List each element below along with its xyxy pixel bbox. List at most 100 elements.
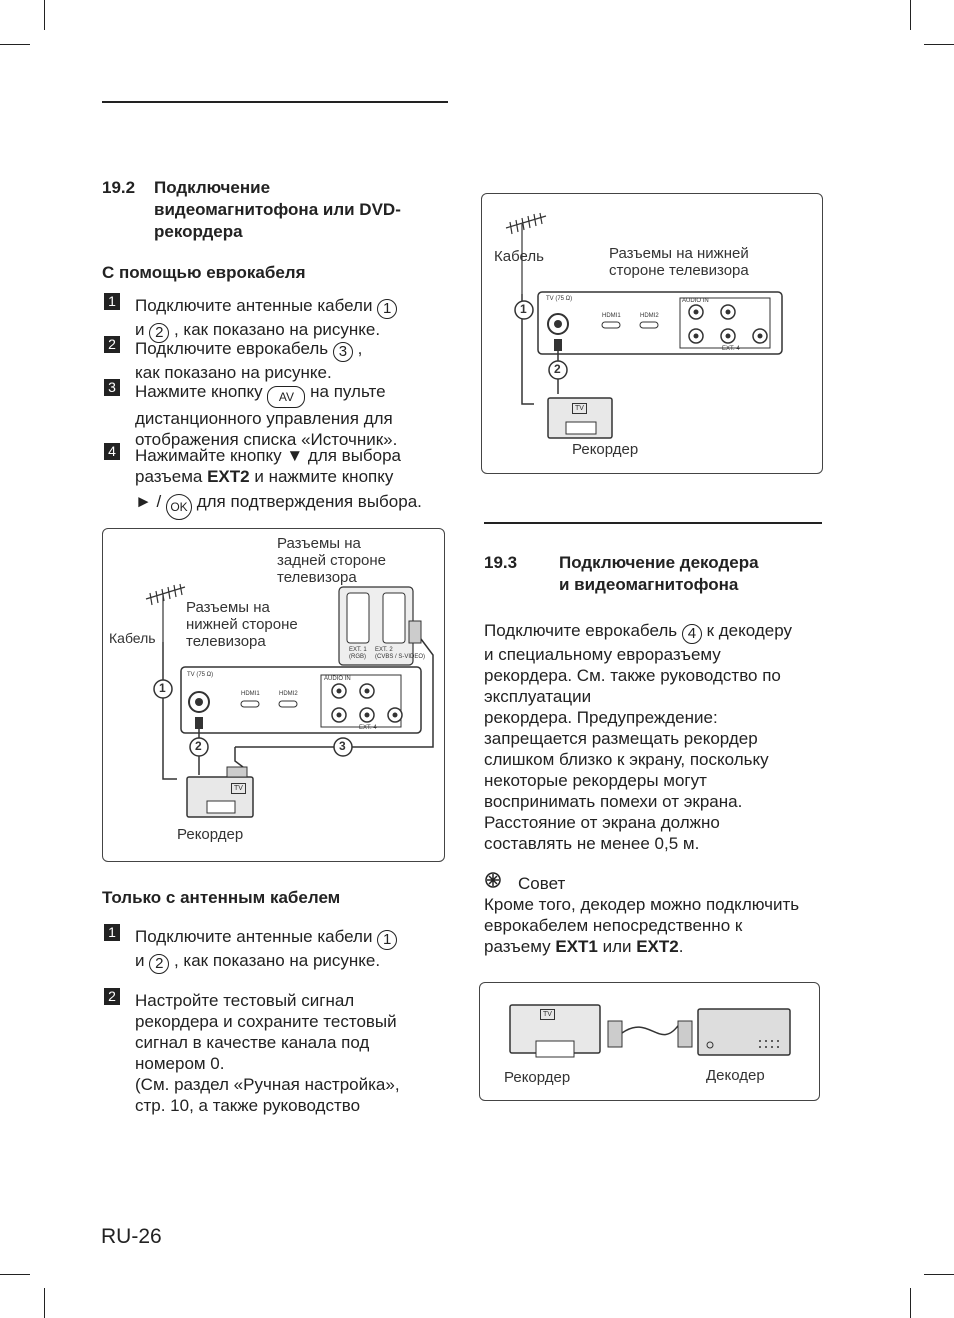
- section-title: Подключение декодера и видеомагнитофона: [559, 552, 759, 596]
- callout-number: 2: [149, 954, 170, 974]
- text: сигнал в качестве канала под: [135, 1033, 370, 1052]
- port-label: HDMI1: [241, 691, 260, 697]
- callout-number: 3: [332, 342, 353, 362]
- text: телевизора: [186, 633, 266, 650]
- step-text: Подключите антенные кабели 1 и 2 , как п…: [135, 295, 435, 343]
- text: рекордера и сохраните тестовый: [135, 1012, 397, 1031]
- step-text: Подключите антенные кабели 1 и 2 , как п…: [135, 926, 435, 974]
- subheading: Только с антенным кабелем: [102, 888, 341, 907]
- callout-2: 2: [554, 362, 561, 376]
- tip-body: Кроме того, декодер можно подключить евр…: [484, 894, 824, 957]
- text: или: [597, 937, 637, 956]
- crop-mark: [44, 1288, 45, 1318]
- text: рекордера. Предупреждение:: [484, 708, 718, 727]
- section-body: Подключите еврокабель 4 к декодеру и спе…: [484, 620, 824, 854]
- title-line: Подключение декодера: [559, 553, 759, 572]
- text: как показано на рисунке.: [135, 363, 332, 382]
- cable-label: Кабель: [494, 248, 544, 265]
- port-label: AUDIO IN: [682, 298, 709, 304]
- section-number: 19.2: [102, 178, 136, 197]
- tip-icon: [485, 872, 501, 893]
- wiring-diagram: [505, 212, 783, 439]
- crop-mark: [44, 0, 45, 30]
- text: EXT. 2: [375, 647, 393, 653]
- step-text: Подключите еврокабель 3 , как показано н…: [135, 338, 435, 383]
- callout-number: 1: [377, 930, 398, 950]
- callout-3: 3: [339, 739, 346, 753]
- title-line: и видеомагнитофона: [559, 575, 739, 594]
- text: ► /: [135, 492, 166, 511]
- wiring-diagram: [145, 583, 434, 818]
- text: и: [135, 951, 150, 970]
- text: Разъемы на: [186, 599, 270, 616]
- crop-mark: [910, 1288, 911, 1318]
- port-label: HDMI2: [279, 691, 298, 697]
- text: телевизора: [277, 569, 357, 586]
- text-bold: EXT2: [207, 467, 250, 486]
- tv-badge: TV: [572, 403, 587, 414]
- decoder-label: Декодер: [706, 1067, 765, 1084]
- crop-mark: [910, 0, 911, 30]
- text: ,: [352, 339, 363, 358]
- text: слишком близко к экрану, поскольку: [484, 750, 769, 769]
- crop-mark: [0, 44, 30, 45]
- text: стр. 10, а также руководство: [135, 1096, 361, 1115]
- text: .: [678, 937, 684, 956]
- step-text: Нажимайте кнопку ▼ для выбора разъема EX…: [135, 445, 445, 520]
- text: к декодеру: [701, 621, 792, 640]
- callout-1: 1: [520, 302, 527, 316]
- text: стороне телевизора: [609, 262, 749, 279]
- text: и: [135, 320, 150, 339]
- title-line: рекордера: [154, 222, 243, 241]
- port-label: EXT. 1(RGB): [349, 647, 367, 661]
- text: на пульте: [305, 382, 386, 401]
- text: еврокабелем непосредственно к: [484, 916, 743, 935]
- page-number: RU-26: [101, 1225, 162, 1248]
- decoder-wiring: [509, 1004, 791, 1058]
- tv-badge: TV: [231, 783, 246, 794]
- step-text: Нажмите кнопку AV на пульте дистанционно…: [135, 381, 435, 450]
- text: , как показано на рисунке.: [169, 951, 381, 970]
- text: Нажмите кнопку: [135, 382, 268, 401]
- decoder-diagram: TV Рекордер Декодер: [479, 982, 820, 1101]
- top-rule: [102, 101, 448, 103]
- text: разъема: [135, 467, 208, 486]
- connection-diagram-euro: Разъемы на задней стороне телевизора Раз…: [102, 528, 445, 862]
- step-number: 1: [104, 924, 120, 941]
- text: Разъемы на: [277, 535, 361, 552]
- ok-button-icon: OK: [166, 494, 192, 520]
- text: EXT. 1: [349, 647, 367, 653]
- text: нижней стороне: [186, 616, 298, 633]
- crop-mark: [0, 1274, 30, 1275]
- recorder-label: Рекордер: [177, 826, 244, 843]
- av-button-icon: AV: [267, 386, 306, 408]
- text: Подключите еврокабель: [135, 339, 333, 358]
- section-rule: [484, 522, 822, 524]
- text: Подключите антенные кабели: [135, 927, 378, 946]
- text: и специальному евроразъему: [484, 645, 721, 664]
- step-number: 3: [104, 379, 120, 396]
- port-label: TV (75 Ω): [187, 672, 214, 678]
- port-label: EXT. 4: [722, 346, 740, 352]
- title-line: видеомагнитофона или DVD-: [154, 200, 401, 219]
- text: Кроме того, декодер можно подключить: [484, 895, 800, 914]
- step-number: 2: [104, 988, 120, 1005]
- text: задней стороне: [277, 552, 386, 569]
- subheading: С помощью еврокабеля: [102, 263, 306, 282]
- port-label: TV (75 Ω): [546, 296, 573, 302]
- text: (RGB): [349, 654, 366, 660]
- port-label: HDMI1: [602, 313, 621, 319]
- tip-label: Совет: [518, 874, 566, 893]
- title-line: Подключение: [154, 178, 271, 197]
- text: воспринимать помехи от экрана.: [484, 792, 743, 811]
- section-title: Подключение видеомагнитофона или DVD- ре…: [154, 177, 401, 243]
- text: номером 0.: [135, 1054, 225, 1073]
- step-number: 2: [104, 336, 120, 353]
- recorder-label: Рекордер: [572, 441, 639, 458]
- text: Нажимайте кнопку ▼ для выбора: [135, 446, 402, 465]
- step-number: 4: [104, 443, 120, 460]
- text: Подключите антенные кабели: [135, 296, 378, 315]
- rear-connectors-label: Разъемы на задней стороне телевизора: [277, 535, 386, 586]
- text: отображения списка «Источник».: [135, 430, 398, 449]
- connection-diagram-antenna: Кабель Разъемы на нижней стороне телевиз…: [481, 193, 823, 474]
